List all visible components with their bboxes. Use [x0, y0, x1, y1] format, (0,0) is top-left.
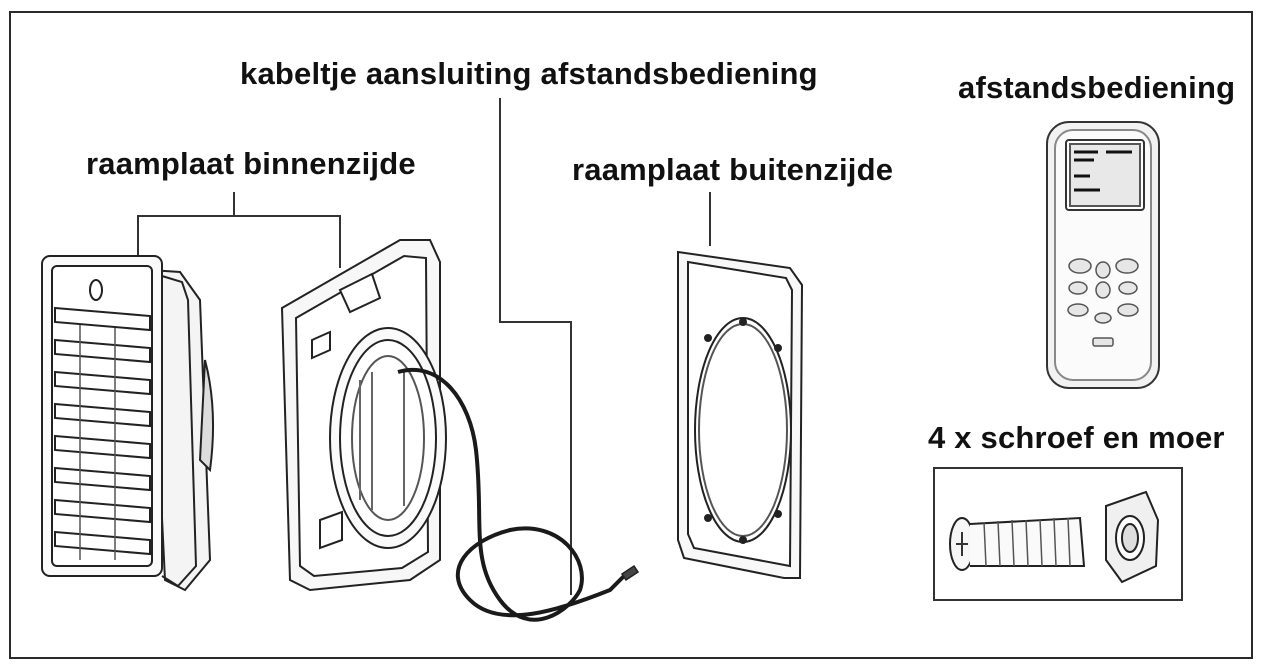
outer-plate-part	[678, 252, 802, 578]
inner-plate-label: raamplaat binnenzijde	[86, 146, 416, 182]
cable-plug	[622, 566, 638, 580]
screws-label: 4 x schroef en moer	[928, 420, 1225, 456]
inner-grille-part	[42, 256, 213, 590]
inner-plate-bracket	[138, 192, 340, 268]
remote-label: afstandsbediening	[958, 70, 1235, 106]
outer-plate-label: raamplaat buitenzijde	[572, 152, 893, 188]
screw-and-nut-part	[934, 468, 1182, 600]
cable-label: kabeltje aansluiting afstandsbediening	[240, 56, 818, 92]
cable-leader	[500, 98, 571, 595]
inner-frame-part	[282, 240, 446, 590]
remote-control-part	[1047, 122, 1159, 388]
